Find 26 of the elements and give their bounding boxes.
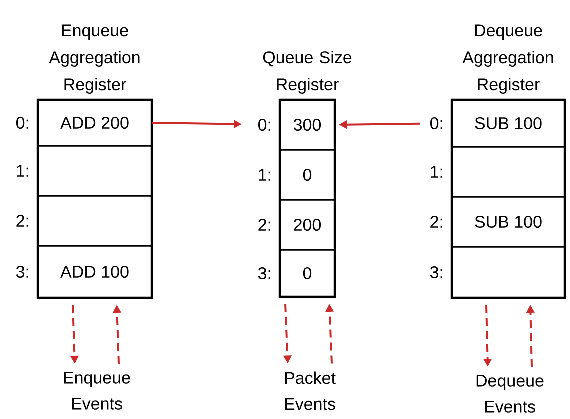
row-index: 0: [16,116,28,129]
event-label: Dequeue Events [476,375,544,413]
register-cell: 300 [279,99,336,151]
row-index: 3: [430,266,442,278]
register-title: Dequeue Aggregation Register [462,24,554,94]
row-index: 3: [258,267,270,280]
register-cell: ADD 100 [37,245,153,299]
row-index: 2: [258,219,270,231]
register-cell: SUB 100 [451,99,566,148]
register-cell: 0 [279,249,336,298]
row-index: 2: [16,215,28,227]
row-index: 0: [430,117,442,130]
row-index: 2: [430,216,442,228]
row-index: 1: [259,169,270,181]
register-cell: SUB 100 [451,196,566,248]
register-cell: 200 [279,199,336,251]
register-title: Queue Size Register [263,51,352,94]
register-title: Enqueue Aggregation Register [49,24,140,94]
row-index: 1: [17,165,28,177]
event-label: Packet Events [285,372,336,410]
row-index: 1: [431,166,442,178]
event-label: Enqueue Events [64,372,130,410]
register-cell: 0 [279,149,336,201]
row-index: 3: [16,266,28,278]
register-cell: ADD 200 [37,99,153,147]
row-index: 0: [258,118,270,132]
